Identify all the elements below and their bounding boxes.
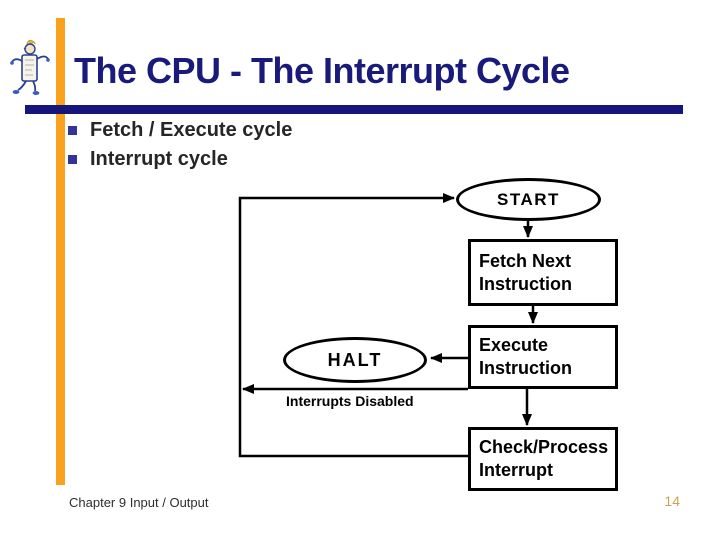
walking-scroll-mascot-icon [10,39,50,95]
edge-check-to-start [238,193,468,458]
bullet-square-icon [68,154,77,164]
title-underline [25,105,683,114]
fetch-label-line2: Instruction [479,273,572,294]
accent-bar [56,18,65,485]
flowchart-node-start: START [456,178,601,221]
flowchart-node-execute: Execute Instruction [468,325,618,389]
bullet-item: Interrupt cycle [68,147,228,171]
bullet-text: Fetch / Execute cycle [90,118,293,141]
page-number: 14 [664,493,680,509]
check-label-line2: Interrupt [479,460,553,480]
fetch-label-line1: Fetch Next [479,250,572,271]
interrupts-disabled-label: Interrupts Disabled [286,393,414,409]
bullet-item: Fetch / Execute cycle [68,118,292,142]
bullet-text: Interrupt cycle [90,147,228,170]
halt-label: HALT [327,349,383,370]
execute-label-line2: Instruction [479,358,572,378]
bullet-square-icon [68,125,77,135]
execute-label-line1: Execute [479,335,549,355]
flowchart-node-fetch: Fetch Next Instruction [468,239,618,306]
flowchart-node-check: Check/Process Interrupt [468,427,618,491]
flowchart-node-halt: HALT [283,337,427,383]
page-title: The CPU - The Interrupt Cycle [74,50,570,91]
check-label-line1: Check/Process [479,437,609,457]
start-label: START [497,189,560,209]
footer-chapter-text: Chapter 9 Input / Output [69,495,209,510]
